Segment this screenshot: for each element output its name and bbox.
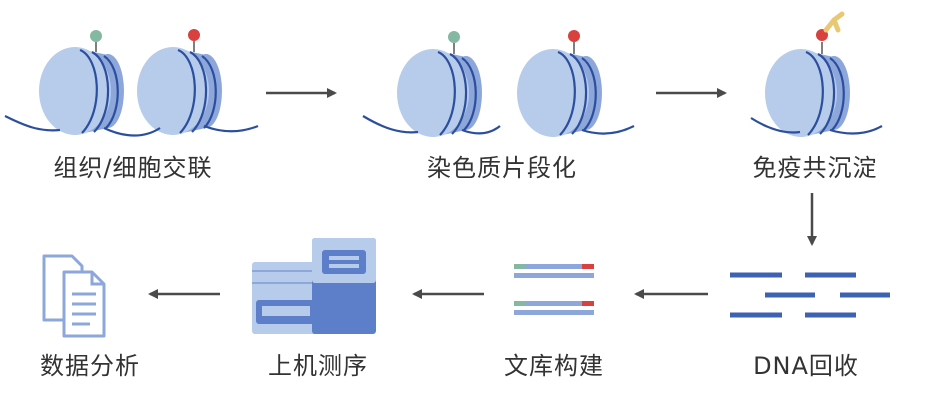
sequencer-icon — [252, 238, 376, 334]
library-fragments-icon — [514, 264, 594, 315]
nucleosome-2 — [137, 47, 222, 135]
dna-fragment-right — [581, 125, 635, 135]
histone-mark-red — [568, 30, 580, 54]
histone-mark-green — [90, 30, 102, 52]
nucleosome-5 — [765, 49, 850, 137]
step-label-library-construction: 文库构建 — [504, 352, 604, 380]
antibody-icon — [823, 11, 845, 33]
dna-fragment-left — [362, 115, 501, 135]
documents-icon — [42, 254, 106, 338]
immunoprecipitation-icon — [750, 11, 883, 137]
histone-mark-red — [188, 29, 200, 52]
step-label-immunoprecipitation: 免疫共沉淀 — [752, 154, 878, 182]
crosslinked-chromatin-icon — [4, 29, 259, 137]
step-label-crosslinking: 组织/细胞交联 — [53, 154, 213, 182]
nucleosome-1 — [39, 47, 124, 135]
step-label-data-analysis: 数据分析 — [40, 352, 140, 380]
fragmented-chromatin-icon — [362, 30, 635, 137]
dna-fragments-icon — [730, 272, 890, 318]
step-label-fragmentation: 染色质片段化 — [427, 154, 577, 182]
step-label-sequencing: 上机测序 — [268, 352, 368, 380]
dna-fragment — [750, 117, 883, 135]
nucleosome-3 — [397, 49, 482, 137]
step-label-dna-recovery: DNA回收 — [753, 352, 859, 380]
dna-linker — [4, 115, 259, 137]
histone-mark-red — [816, 29, 828, 54]
nucleosome-4 — [517, 49, 602, 137]
histone-mark-green — [448, 31, 460, 54]
